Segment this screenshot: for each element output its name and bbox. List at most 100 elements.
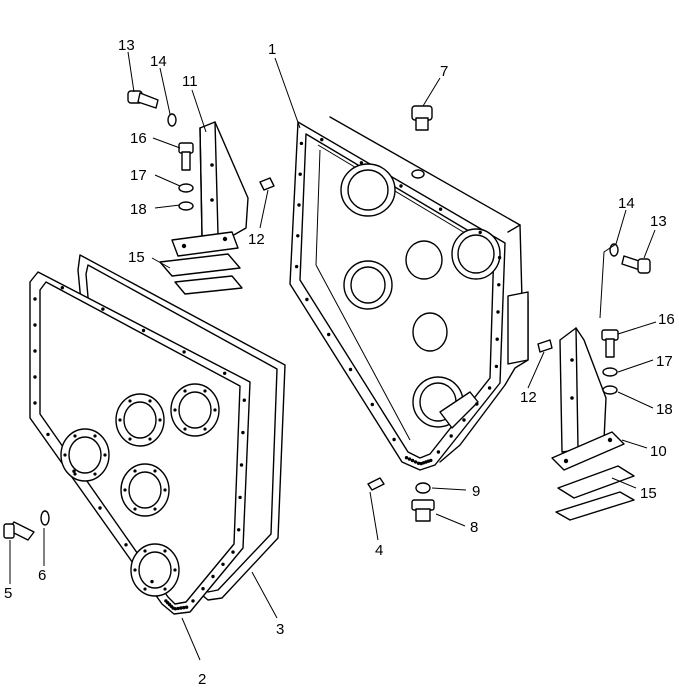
bolt-hole xyxy=(239,463,244,467)
bolt-hole xyxy=(141,328,146,333)
callout-7: 7 xyxy=(440,63,448,80)
callout-4: 4 xyxy=(375,542,383,559)
bolt-hole xyxy=(327,332,331,337)
bolt-hole xyxy=(33,349,37,353)
bolt-hole xyxy=(211,574,215,579)
cap-bolt-hole xyxy=(63,453,67,457)
callout-13-left: 13 xyxy=(118,37,135,54)
callout-labels: 1 2 3 4 5 6 7 8 9 10 11 12 12 13 13 14 1… xyxy=(4,37,675,688)
cap-bolt-hole xyxy=(213,408,217,412)
bolt-hole xyxy=(221,562,225,566)
bearing-cap xyxy=(68,436,102,474)
cap-bolt-hole xyxy=(173,568,177,572)
cap-bolt-hole xyxy=(128,399,132,403)
bolt-hole xyxy=(449,434,453,438)
callout-18-right: 18 xyxy=(656,401,673,418)
cap-bolt-hole xyxy=(143,549,147,553)
bolt-hole xyxy=(348,367,353,372)
bolt-hole xyxy=(494,364,499,369)
callout-14-left: 14 xyxy=(150,53,167,70)
bolt-hole xyxy=(124,543,128,547)
right-bracket xyxy=(551,327,625,471)
callout-1: 1 xyxy=(268,41,276,58)
bolt-hole xyxy=(72,469,76,473)
cap-bolt-hole xyxy=(153,507,157,511)
cap-bolt-hole xyxy=(203,389,207,393)
cap-bolt-hole xyxy=(93,472,97,476)
callout-13-right: 13 xyxy=(650,213,667,230)
bolt-hole xyxy=(223,371,227,375)
bearing-cap xyxy=(138,551,172,589)
bearing-cap xyxy=(128,471,162,509)
cover-washer xyxy=(40,510,50,526)
cap-bolt-hole xyxy=(148,437,152,441)
cap-bolt-hole xyxy=(163,587,167,591)
bolt-hole xyxy=(33,375,37,379)
bolt-hole xyxy=(150,579,154,584)
bolt-hole xyxy=(410,458,415,463)
bolt-hole xyxy=(33,323,37,327)
bolt-hole xyxy=(298,172,302,176)
bolt-hole xyxy=(438,207,443,211)
cap-bolt-hole xyxy=(148,399,152,403)
callout-11: 11 xyxy=(182,73,198,90)
bolt-hole xyxy=(320,137,324,142)
dowel-pin xyxy=(367,477,385,491)
callout-12-left: 12 xyxy=(248,231,265,248)
callout-14-right: 14 xyxy=(618,195,635,212)
callout-17-left: 17 xyxy=(130,167,147,184)
cap-bolt-hole xyxy=(183,389,187,393)
mount-bolt-left xyxy=(178,142,194,171)
bolt-hole xyxy=(238,495,242,500)
flat-washer-left xyxy=(178,201,194,211)
bracket-bolt-left xyxy=(127,90,159,109)
callout-17-right: 17 xyxy=(656,353,673,370)
callout-5: 5 xyxy=(4,585,12,602)
bolt-hole xyxy=(370,402,374,407)
drain-washer xyxy=(415,482,431,494)
cap-bolt-hole xyxy=(158,418,162,422)
bolt-hole xyxy=(33,297,37,301)
leader-lines xyxy=(9,51,657,661)
bolt-hole xyxy=(98,506,102,510)
bolt-hole xyxy=(182,350,186,354)
bearing-cap xyxy=(123,401,157,439)
mount-bolt-right xyxy=(601,329,619,358)
callout-15-right: 15 xyxy=(640,485,657,502)
cap-bolt-hole xyxy=(103,453,107,457)
bolt-hole xyxy=(407,457,412,461)
callout-6: 6 xyxy=(38,567,46,584)
bolt-hole xyxy=(164,599,168,603)
bolt-hole xyxy=(478,230,482,235)
bolt-hole xyxy=(33,401,37,405)
bolt-hole xyxy=(201,587,205,591)
cap-bolt-hole xyxy=(153,469,157,473)
callout-2: 2 xyxy=(198,671,206,685)
cap-bolt-hole xyxy=(93,434,97,438)
bolt-hole xyxy=(294,264,299,269)
bolt-hole xyxy=(176,606,180,611)
bolt-hole xyxy=(419,461,423,466)
pin-right xyxy=(537,339,553,353)
bolt-hole xyxy=(497,283,501,287)
flat-washer-right xyxy=(602,385,618,395)
callout-8: 8 xyxy=(470,519,478,536)
callout-3: 3 xyxy=(276,621,284,638)
cap-bolt-hole xyxy=(183,427,187,431)
left-bracket xyxy=(171,121,249,257)
spring-washer-right xyxy=(602,367,618,377)
shim-left xyxy=(159,253,243,295)
cap-bolt-hole xyxy=(173,408,177,412)
breather-plug xyxy=(411,105,433,179)
cap-bolt-hole xyxy=(73,434,77,438)
cap-bolt-hole xyxy=(133,507,137,511)
cap-bolt-hole xyxy=(133,469,137,473)
bolt-hole xyxy=(296,234,300,238)
bolt-hole xyxy=(359,161,364,165)
bracket-bolt-right xyxy=(621,255,651,274)
bolt-hole xyxy=(101,307,105,311)
cap-bolt-hole xyxy=(123,488,127,492)
bolt-hole xyxy=(299,141,304,146)
